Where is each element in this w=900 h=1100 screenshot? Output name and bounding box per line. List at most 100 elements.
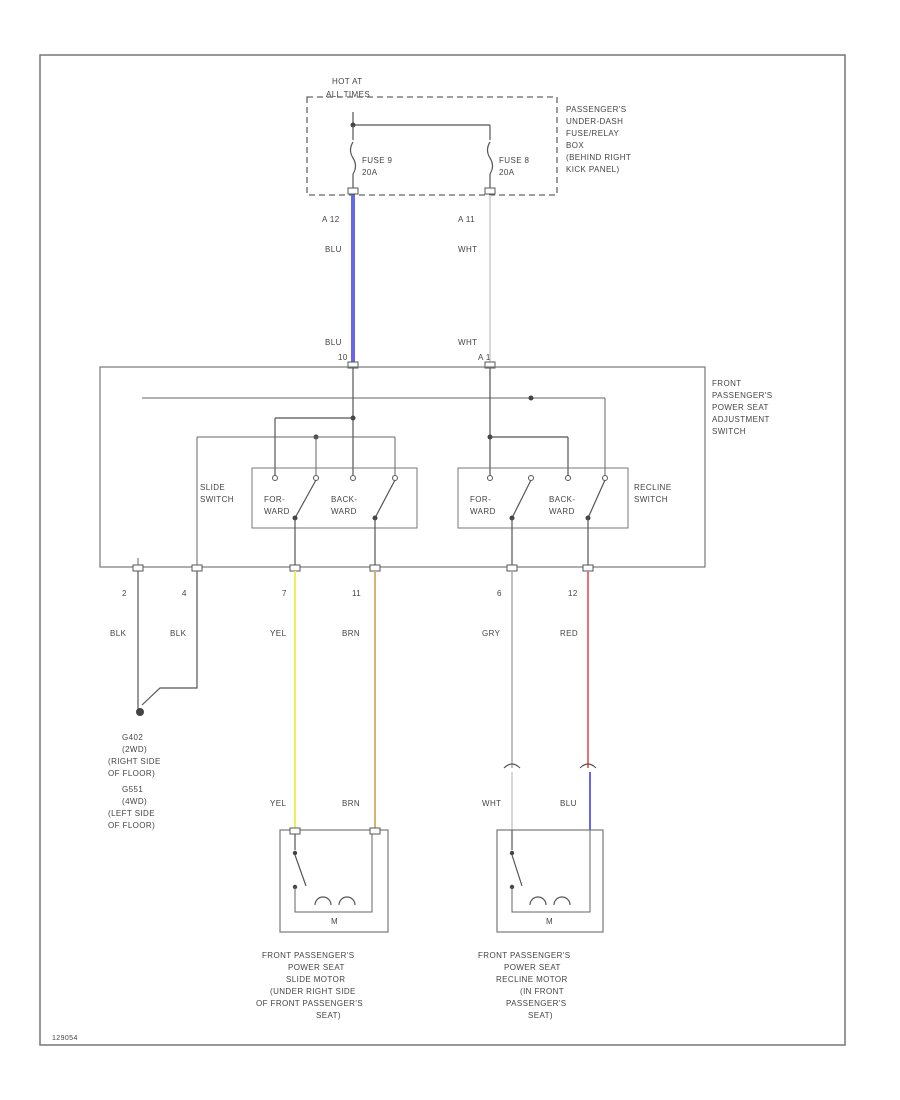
- wire-blu-label-lower: BLU: [325, 338, 342, 347]
- switch-pin-10: 10: [338, 353, 348, 362]
- slide-motor-label-6: SEAT): [316, 1011, 341, 1020]
- fuse-box-outline: [306, 96, 558, 196]
- recline-motor-symbol: M: [546, 917, 553, 926]
- fuse-left-rating: 20A: [362, 168, 378, 177]
- slide-motor-label-3: SLIDE MOTOR: [286, 975, 345, 984]
- recline-switch-label-1: RECLINE: [634, 483, 671, 492]
- slide-motor-label-1: FRONT PASSENGER'S: [262, 951, 355, 960]
- fuse-right-symbol: [486, 141, 494, 175]
- slide-fwd-label-2: WARD: [264, 507, 290, 516]
- fuse-box-label-4: BOX: [566, 141, 584, 150]
- switch-label-3: POWER SEAT: [712, 403, 769, 412]
- pin-label-12: 12: [568, 589, 578, 598]
- fuse-box-label-3: FUSE/RELAY: [566, 129, 619, 138]
- recline-motor-label-2: POWER SEAT: [504, 963, 561, 972]
- top-wires: BLU WHT BLU WHT 10 A 1: [325, 195, 496, 369]
- inline-connector-gry: [503, 763, 521, 769]
- recline-motor-label-1: FRONT PASSENGER'S: [478, 951, 571, 960]
- slide-motor-symbol: M: [331, 917, 338, 926]
- fuse-left-label: FUSE 9: [362, 156, 393, 165]
- fuse-right-rating: 20A: [499, 168, 515, 177]
- recline-fwd-label-1: FOR-: [470, 495, 491, 504]
- ground-line-3: (RIGHT SIDE: [108, 757, 161, 766]
- slide-switch-label-1: SLIDE: [200, 483, 225, 492]
- slide-back-label-2: WARD: [331, 507, 357, 516]
- switch-box-outline: [99, 366, 706, 568]
- fuse-box-label-5: (BEHIND RIGHT: [566, 153, 631, 162]
- wire-label-yel: YEL: [270, 629, 286, 638]
- recline-motor-coil: [529, 896, 547, 906]
- recline-motor-box: [496, 829, 604, 933]
- recline-back-contact: [587, 479, 606, 519]
- recline-switch-label-2: SWITCH: [634, 495, 668, 504]
- ground-line-4: OF FLOOR): [108, 769, 155, 778]
- pin-label-4: 4: [182, 589, 187, 598]
- bottom-pins: 2 4 7 11 6 12: [122, 564, 594, 598]
- recline-motor-label-4: (IN FRONT: [520, 987, 564, 996]
- diagram-frame: [39, 54, 846, 1046]
- ground-line-6: (4WD): [122, 797, 147, 806]
- diagram-code: 129054: [52, 1035, 78, 1042]
- switch-label-5: SWITCH: [712, 427, 746, 436]
- lower-wires: BLK BLK YEL BRN YEL BRN GRY RED WHT BLU: [110, 571, 597, 830]
- wire-wht-label-upper: WHT: [458, 245, 477, 254]
- slide-motor-label-2: POWER SEAT: [288, 963, 345, 972]
- slide-back-label-1: BACK-: [331, 495, 357, 504]
- fuse-left-symbol: [349, 141, 357, 175]
- switch-box: FRONT PASSENGER'S POWER SEAT ADJUSTMENT …: [99, 366, 772, 568]
- ground-label: G402 (2WD) (RIGHT SIDE OF FLOOR) G551 (4…: [108, 733, 161, 830]
- slide-switch-label-2: SWITCH: [200, 495, 234, 504]
- fuse-box-label-6: KICK PANEL): [566, 165, 620, 174]
- inline-connector-red: [579, 763, 597, 769]
- switch-label-4: ADJUSTMENT: [712, 415, 770, 424]
- switch-label-1: FRONT: [712, 379, 742, 388]
- pin-label-6: 6: [497, 589, 502, 598]
- ground-line-8: OF FLOOR): [108, 821, 155, 830]
- wire-label-gry: GRY: [482, 629, 501, 638]
- ground-line-7: (LEFT SIDE: [108, 809, 155, 818]
- pin-label-7: 7: [282, 589, 287, 598]
- wire-label-brn: BRN: [342, 629, 360, 638]
- ground-line-5: G551: [122, 785, 143, 794]
- recline-fwd-contact: [511, 479, 532, 519]
- switch-label-2: PASSENGER'S: [712, 391, 772, 400]
- slide-back-contact: [374, 479, 396, 519]
- wire-label-brn-lower: BRN: [342, 799, 360, 808]
- recline-switch-block: [457, 467, 629, 529]
- recline-fwd-label-2: WARD: [470, 507, 496, 516]
- wire-label-blk-1: BLK: [110, 629, 127, 638]
- recline-motor: M FRONT PASSENGER'S POWER SEAT RECLINE M…: [478, 829, 604, 1020]
- ground-symbol: [136, 708, 144, 716]
- recline-motor-label-6: SEAT): [528, 1011, 553, 1020]
- wire-label-blk-2: BLK: [170, 629, 187, 638]
- wire-label-red: RED: [560, 629, 578, 638]
- fuse-box-label-2: UNDER-DASH: [566, 117, 623, 126]
- fuse-right-label: FUSE 8: [499, 156, 530, 165]
- slide-motor-label-5: OF FRONT PASSENGER'S: [256, 999, 363, 1008]
- switch-pin-a1: A 1: [478, 353, 491, 362]
- wire-label-wht-lower: WHT: [482, 799, 501, 808]
- ground-line-1: G402: [122, 733, 143, 742]
- recline-back-label-2: WARD: [549, 507, 575, 516]
- recline-back-label-1: BACK-: [549, 495, 575, 504]
- fuse-pin-right: A 11: [458, 215, 475, 224]
- slide-switch-block: [251, 467, 418, 529]
- recline-motor-label-5: PASSENGER'S: [506, 999, 566, 1008]
- hot-label-line1: HOT AT: [332, 77, 363, 86]
- slide-motor-label-4: (UNDER RIGHT SIDE: [270, 987, 356, 996]
- recline-motor-label-3: RECLINE MOTOR: [496, 975, 568, 984]
- fuse-box-label-1: PASSENGER'S: [566, 105, 626, 114]
- slide-motor-box: [279, 829, 389, 933]
- slide-motor-coil: [314, 896, 332, 906]
- fuse-box: HOT AT ALL TIMES FUSE 9 20A FUSE 8 20A P…: [306, 77, 631, 224]
- pin-label-2: 2: [122, 589, 127, 598]
- slide-motor: M FRONT PASSENGER'S POWER SEAT SLIDE MOT…: [256, 827, 389, 1020]
- wire-label-yel-lower: YEL: [270, 799, 286, 808]
- wire-blu-label-upper: BLU: [325, 245, 342, 254]
- ground-line-2: (2WD): [122, 745, 147, 754]
- wire-wht-label-lower: WHT: [458, 338, 477, 347]
- hot-label-line2: ALL TIMES: [326, 90, 370, 99]
- slide-fwd-label-1: FOR-: [264, 495, 285, 504]
- pin-label-11: 11: [352, 589, 361, 598]
